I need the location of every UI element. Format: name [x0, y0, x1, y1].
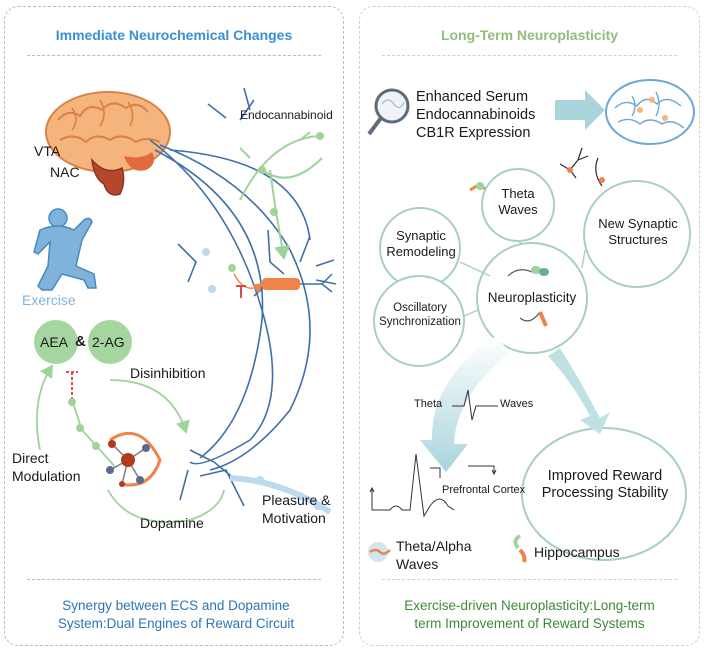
neuroplasticity-node: Neuroplasticity [487, 290, 577, 305]
left-footer-line1: Synergy between ECS and Dopamine [62, 598, 290, 613]
aea-node [34, 320, 78, 364]
inhibition-mark-top [236, 285, 246, 298]
new-synaptic-line2: Structures [608, 231, 668, 247]
hippocampus-label: Hippocampus [534, 544, 620, 560]
hippocampus-icon [513, 534, 527, 563]
right-footer-line1: Exercise-driven Neuroplasticity:Long-ter… [404, 598, 655, 613]
wave-waves-label: Waves [500, 398, 534, 410]
aea-label: AEA [40, 334, 69, 350]
ampersand-label: & [75, 333, 86, 350]
orange-neuron-icon [469, 182, 488, 192]
direct-modulation-label-line1: Direct [12, 450, 49, 466]
synaptic-remodeling-node: Synaptic Remodeling [376, 228, 466, 259]
modulation-arrows [35, 364, 225, 523]
serum-label-line1: Enhanced Serum [416, 89, 529, 105]
oscillatory-line1: Oscillatory [393, 302, 447, 314]
receptor-bar [262, 278, 300, 290]
vta-label: VTA [34, 143, 61, 159]
dopamine-label: Dopamine [140, 515, 204, 531]
right-panel: Long-Term Neuroplasticity [359, 6, 700, 646]
theta-waves-line2: Waves [498, 201, 538, 217]
neuroplasticity-icons [507, 266, 549, 327]
improved-reward-node: Improved Reward Processing Stability [530, 468, 680, 503]
wave-theta-label: Theta [414, 398, 443, 410]
prefrontal-cortex-label: Prefrontal Cortex [442, 484, 526, 496]
dopamine-molecule-icon [106, 431, 162, 487]
endocannabinoid-label: Endocannabinoid [240, 108, 333, 122]
oscillatory-synchronization-node: Oscillatory Synchronization [370, 302, 470, 330]
left-panel: Immediate Neurochemical Changes [4, 6, 344, 646]
right-footer-divider [382, 579, 677, 580]
right-arrow-icon [555, 90, 605, 130]
two-ag-node [88, 320, 132, 364]
brain-icon [45, 91, 171, 196]
pleasure-label-line1: Pleasure & [262, 492, 331, 508]
theta-alpha-icon [368, 542, 391, 562]
inhibition-mark-left [66, 371, 78, 400]
direct-modulation-label-line2: Modulation [12, 468, 81, 484]
theta-wave-trace [452, 389, 498, 421]
nac-label: NAC [50, 164, 80, 180]
oscillatory-line2: Synchronization [379, 315, 461, 328]
left-panel-title: Immediate Neurochemical Changes [55, 27, 293, 43]
new-synaptic-structures-node: New Synaptic Structures [586, 216, 690, 247]
right-panel-title: Long-Term Neuroplasticity [440, 27, 619, 43]
left-title-divider [27, 55, 321, 56]
magnifier-icon [367, 88, 410, 136]
serum-label-line3: CB1R Expression [416, 125, 531, 141]
left-footer-divider [27, 579, 321, 580]
exercise-figure-icon [33, 208, 97, 291]
left-footer-line2: System:Dual Engines of Reward Circuit [57, 616, 295, 631]
concept-circles [373, 168, 691, 561]
blue-projection [229, 475, 332, 515]
concept-links [459, 240, 586, 317]
neuron-small-icon [559, 147, 605, 187]
endocannabinoid-dots [228, 132, 324, 272]
right-footer-line2: term Improvement of Reward Systems [414, 616, 645, 631]
synaptic-remodeling-line1: Synaptic [396, 228, 446, 243]
theta-alpha-label-line1: Theta/Alpha [396, 538, 472, 554]
waveform-chart [369, 453, 497, 518]
brain-outline-icon [605, 79, 695, 145]
curved-arrow-right [548, 348, 610, 434]
pleasure-label-line2: Motivation [262, 510, 326, 526]
neuron-pathways [149, 87, 337, 507]
theta-waves-line1: Theta [501, 186, 535, 201]
synaptic-remodeling-line2: Remodeling [386, 243, 456, 259]
disinhibition-label: Disinhibition [130, 365, 206, 381]
theta-alpha-label-line2: Waves [396, 556, 439, 572]
new-synaptic-line1: New Synaptic [598, 216, 678, 231]
exercise-label: Exercise [22, 292, 76, 308]
modulation-dots [68, 398, 100, 450]
two-ag-label: 2-AG [92, 334, 125, 350]
serum-label-line2: Endocannabinoids [416, 107, 536, 123]
theta-waves-node: Theta Waves [482, 186, 554, 217]
improved-reward-line1: Improved Reward [547, 468, 663, 484]
improved-reward-line2: Processing Stability [541, 485, 669, 502]
right-title-divider [382, 55, 677, 56]
